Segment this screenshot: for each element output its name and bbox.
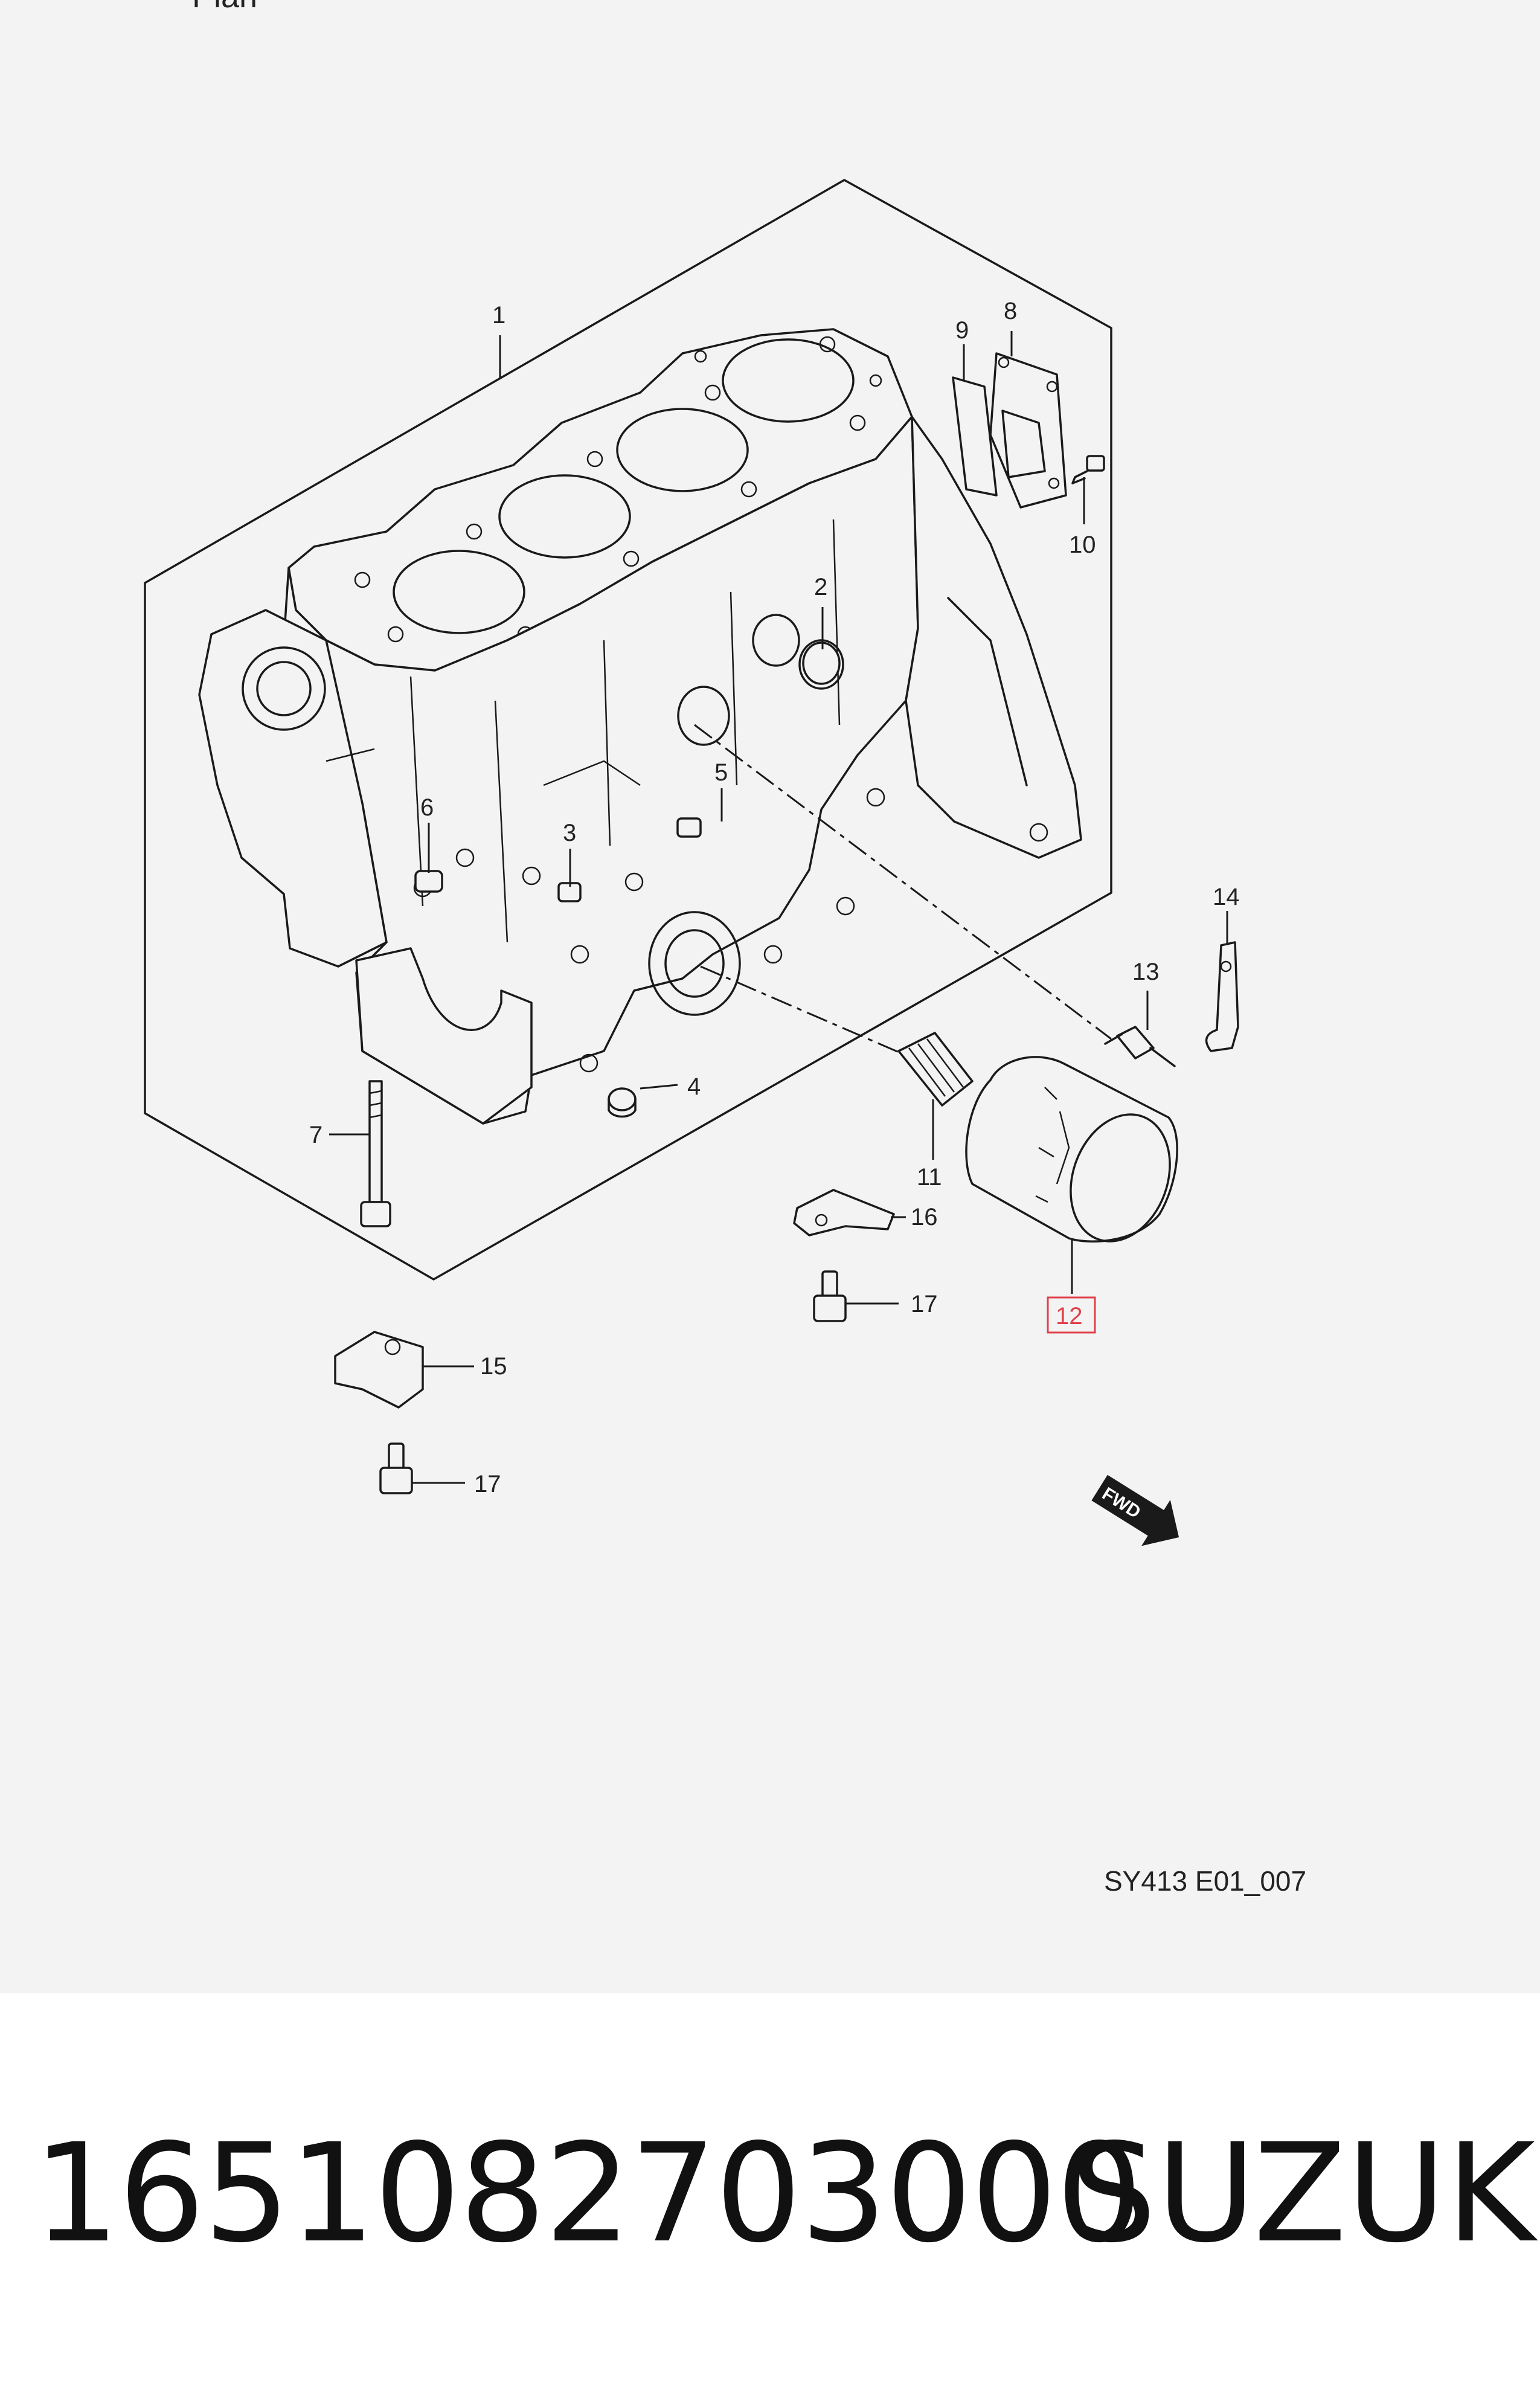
part-9-gasket [952,376,998,497]
part-7-bolt [360,1080,391,1227]
part-17-bolt-b [379,1442,413,1494]
callout-2: 2 [814,574,827,600]
callout-14: 14 [1213,884,1240,910]
part-16-bracket [793,1189,895,1236]
part-10-bolt [1071,455,1105,484]
callout-15: 15 [480,1353,507,1380]
callout-1: 1 [492,302,505,329]
cylinder-bore-1 [393,550,525,634]
callout-4: 4 [687,1073,701,1100]
cylinder-block [198,328,1082,1125]
part-14-bracket [1205,941,1239,1052]
callout-10: 10 [1069,532,1096,558]
part-13-oil-pressure-switch [1104,1026,1176,1067]
callout-6: 6 [420,794,434,821]
part-8-cover [989,352,1067,509]
part-4-plug [608,1087,637,1118]
callout-13: 13 [1132,959,1160,985]
callout-17a: 17 [911,1291,938,1317]
drawing-code: SY413 E01_007 [1104,1865,1306,1897]
brand-name: SUZUKI [1070,2115,1540,2273]
plug-6 [414,870,443,893]
oil-filter-boss [648,911,741,1016]
cylinder-bore-2 [498,474,631,559]
part-12-oil-filter [965,1056,1178,1243]
callout-17b: 17 [474,1471,501,1497]
part-11-union [897,1032,974,1107]
axis-filter [700,965,925,1064]
callout-7: 7 [309,1122,322,1148]
fwd-arrow-icon: FWD [1091,1474,1179,1546]
part-17-bolt-a [813,1270,847,1322]
seal-plug-2 [802,641,841,685]
callout-8: 8 [1004,298,1017,324]
diagram-panel: Plan [0,0,1540,1993]
exploded-parts-diagram: Plan [144,0,1306,1897]
callout-12: 12 [1056,1303,1083,1329]
callout-3: 3 [563,820,576,846]
callout-12-highlight-box [1047,1296,1096,1334]
footer [0,1993,1540,2392]
cylinder-bore-3 [616,408,749,492]
plug-5 [676,817,702,838]
assembly-frame [144,179,1112,1281]
part-number: 1651082703000 [33,2115,1143,2273]
diagram-title-partial: Plan [192,0,257,14]
part-15-bracket [334,1331,424,1409]
callout-9: 9 [955,317,969,344]
cylinder-bore-4 [722,338,855,423]
front-seal-bore [242,646,326,731]
callout-11: 11 [917,1164,942,1191]
callout-5: 5 [714,759,728,786]
leader-lines [329,331,1228,1484]
callout-16: 16 [911,1204,938,1230]
axis-switch [694,724,1112,1040]
